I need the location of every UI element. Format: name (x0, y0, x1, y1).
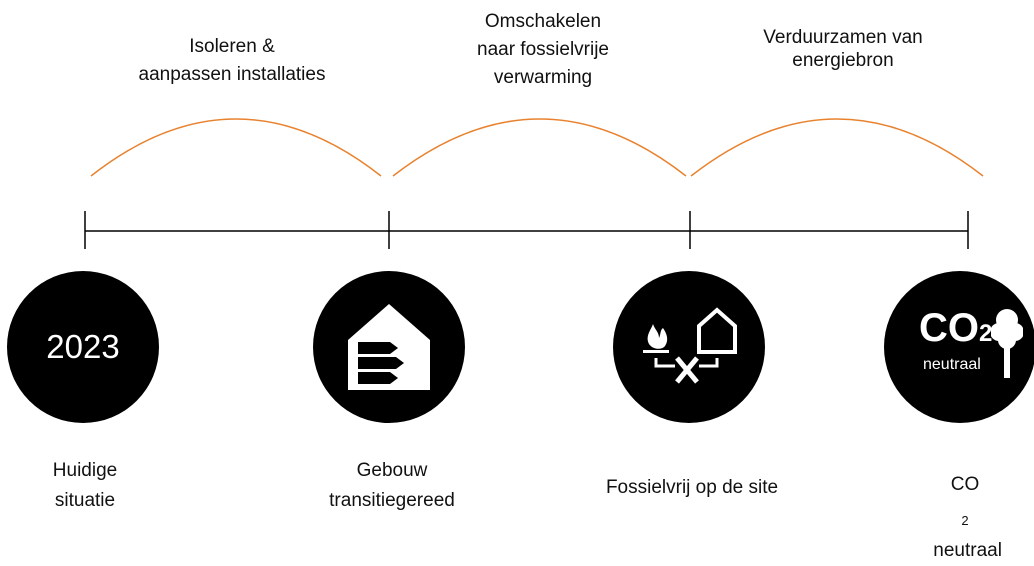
milestone-circle-2023: 2023 (7, 271, 159, 423)
neutraal-label-text: neutraal (928, 539, 1002, 561)
milestone-2-line-1: Gebouw (356, 460, 428, 481)
phase-label-1: Isoleren & aanpassen installaties (139, 33, 326, 89)
phase-2-line-1: Omschakelen (484, 11, 602, 32)
milestone-1-line-1: Huidige (52, 460, 118, 481)
phase-label-3: Verduurzamen van energiebron (763, 26, 923, 72)
milestone-circle-building (313, 271, 465, 423)
phase-arc-2 (392, 118, 687, 177)
phase-arc-3 (690, 118, 984, 177)
phase-1-line-2: aanpassen installaties (138, 64, 326, 85)
phase-2-line-3: verwarming (493, 67, 593, 88)
milestone-2-line-2: transitiegereed (329, 490, 455, 511)
co2-neutral-tree-icon: CO2 neutraal (895, 304, 1025, 390)
timeline-diagram (84, 118, 984, 249)
phase-arc-1 (90, 118, 382, 177)
milestone-label-current: Huidige situatie (53, 456, 117, 516)
year-text: 2023 (46, 328, 120, 365)
milestone-circle-co2-neutral: CO2 neutraal (884, 271, 1034, 423)
co2-label-subscript: 2 (961, 512, 969, 528)
fossil-free-icon (643, 307, 737, 384)
phase-3-line-1: Verduurzamen van (763, 27, 923, 48)
neutraal-icon-text: neutraal (923, 356, 981, 373)
tree-icon (991, 309, 1023, 378)
phase-label-2: Omschakelen naar fossielvrije verwarming (477, 8, 609, 92)
milestone-label-building: Gebouw transitiegereed (329, 456, 455, 516)
co2-icon-subscript: 2 (979, 320, 993, 347)
milestone-3-line-1: Fossielvrij op de site (605, 477, 779, 498)
co2-icon-text: CO (919, 306, 979, 350)
flame-icon (647, 324, 668, 349)
phase-2-line-2: naar fossielvrije (477, 39, 609, 60)
phase-1-line-1: Isoleren & (189, 36, 275, 57)
energy-label-house-icon (348, 304, 430, 390)
milestone-circle-fossil-free (613, 271, 765, 423)
milestone-1-line-2: situatie (54, 490, 116, 511)
milestone-label-fossil-free: Fossielvrij op de site (606, 473, 778, 503)
milestone-label-co2: CO 2 neutraal (928, 470, 1002, 566)
house-outline-icon (697, 307, 737, 354)
phase-3-line-2: energiebron (792, 50, 894, 71)
co2-label-text: CO (950, 474, 980, 495)
